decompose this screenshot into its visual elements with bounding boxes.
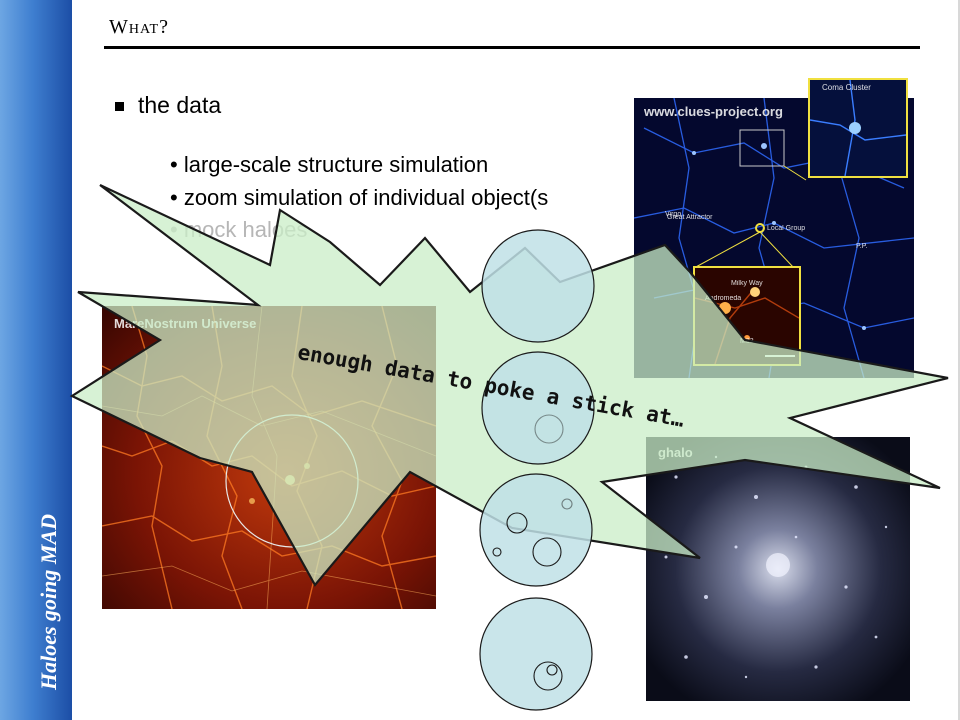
- bullet-text: the data: [138, 92, 222, 118]
- clues-local-group-label: Local Group: [767, 225, 806, 232]
- andromeda-label: Andromeda: [705, 295, 742, 302]
- slide-title: What?: [109, 16, 169, 38]
- clues-label: www.clues-project.org: [644, 104, 783, 119]
- halo-circle-4: [479, 597, 593, 711]
- halo-circles: [479, 229, 595, 711]
- clues-pp-label: P.P.: [856, 243, 868, 250]
- coma-inset: Coma Cluster: [808, 78, 908, 178]
- coma-label: Coma Cluster: [822, 83, 871, 92]
- ghalo-graphic: [646, 437, 910, 701]
- sub-item-lss: • large-scale structure simulation: [170, 152, 489, 177]
- subhalo-circles: [492, 414, 573, 691]
- bullet-the-data: the data: [115, 92, 221, 119]
- title-rule: [104, 46, 920, 49]
- square-bullet-icon: [115, 102, 124, 112]
- right-border: [958, 0, 960, 720]
- clues-great-attractor-label: Great Attractor: [667, 214, 713, 221]
- halo-circle-2: [481, 351, 595, 465]
- milky-way-label: Milky Way: [731, 280, 763, 287]
- coma-graphic: [810, 80, 906, 176]
- sidebar: [0, 0, 72, 720]
- sub-item-zoom: • zoom simulation of individual object(s: [170, 185, 549, 210]
- halo-circle-3: [479, 473, 593, 587]
- clues-virgo-label: Virgo: [665, 211, 682, 218]
- halo-circle-1: [481, 229, 595, 343]
